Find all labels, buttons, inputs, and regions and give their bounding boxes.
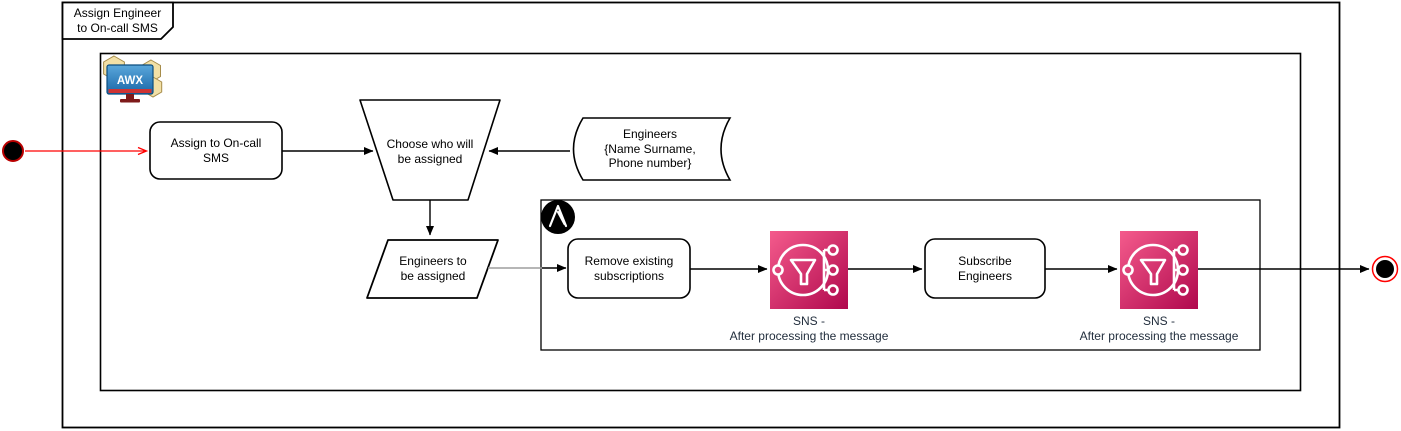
assign-task-shape[interactable]: [149, 121, 283, 180]
ansible-icon: [541, 200, 575, 234]
frame-label-tab[interactable]: [61, 1, 174, 40]
sns-icon-first[interactable]: [770, 231, 848, 309]
choose-shape[interactable]: [359, 99, 501, 201]
subscribe-task-shape[interactable]: [924, 238, 1046, 299]
remove-task-shape[interactable]: [567, 238, 691, 299]
engineers-param-shape[interactable]: [366, 239, 499, 299]
awx-icon-text: AWX: [117, 75, 144, 87]
start-node[interactable]: [2, 140, 24, 162]
awx-container[interactable]: [99, 52, 1302, 392]
engineers-store-shape[interactable]: [572, 117, 732, 181]
sns-icon-second[interactable]: [1120, 231, 1198, 309]
awx-icon: AWX: [103, 55, 163, 103]
outer-frame[interactable]: [61, 1, 1341, 429]
end-node[interactable]: [1371, 255, 1399, 283]
